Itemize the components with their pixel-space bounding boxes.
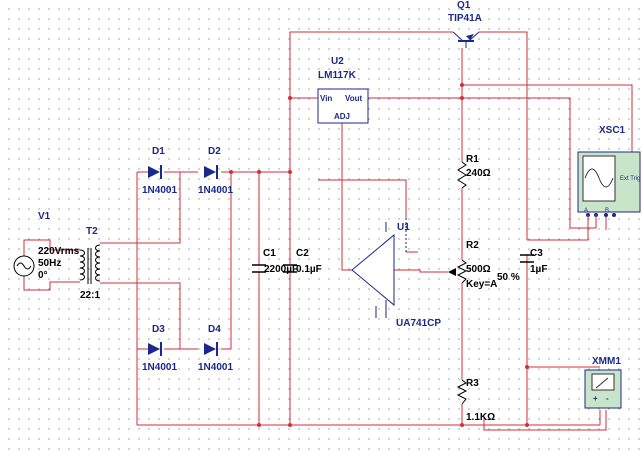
- v1-phase: 0°: [38, 270, 48, 281]
- d3-ref: D3: [152, 324, 165, 335]
- q1-transistor[interactable]: Q1 TIP41A: [448, 0, 482, 48]
- u2-pin-adj: ADJ: [334, 112, 350, 121]
- xsc1-ext-trig: Ext Trig: [620, 176, 640, 182]
- d2-ref: D2: [208, 146, 221, 157]
- xsc1-channel-b: B: [605, 208, 609, 214]
- c3-ref: C3: [530, 248, 543, 259]
- xsc1-channel-a: A: [584, 208, 588, 214]
- u2-regulator[interactable]: U2 LM117K Vin Vout ADJ: [317, 56, 369, 124]
- d1-value: 1N4001: [142, 185, 177, 196]
- diode-d3[interactable]: D3 1N4001: [142, 324, 177, 373]
- u2-pin-vout: Vout: [345, 94, 363, 103]
- capacitor-c2[interactable]: C2 0.1µF: [283, 248, 322, 275]
- resistor-r1[interactable]: R1 240Ω: [457, 154, 491, 189]
- xmm1-plus: +: [593, 394, 598, 403]
- t2-transformer[interactable]: T2 22:1: [79, 226, 100, 301]
- u2-pin-vin: Vin: [320, 94, 332, 103]
- xsc1-oscilloscope[interactable]: XSC1 Ext Trig A B: [527, 125, 641, 241]
- c2-value: 0.1µF: [296, 264, 322, 275]
- xmm1-ref: XMM1: [592, 356, 621, 367]
- c2-ref: C2: [296, 248, 309, 259]
- c1-ref: C1: [263, 248, 276, 259]
- junction-dots: [229, 83, 529, 427]
- u2-part: LM117K: [318, 70, 357, 81]
- v1-source[interactable]: V1 220Vrms 50Hz 0°: [13, 211, 80, 281]
- capacitor-c1[interactable]: C1 2200µF: [252, 248, 298, 275]
- d2-value: 1N4001: [198, 185, 233, 196]
- wiper-arrow-icon: [448, 268, 456, 276]
- r1-ref: R1: [466, 154, 479, 165]
- d1-ref: D1: [152, 146, 165, 157]
- xmm1-multimeter[interactable]: XMM1 + -: [584, 356, 622, 409]
- c3-value: 1µF: [530, 264, 547, 275]
- t2-ref: T2: [86, 226, 98, 237]
- potentiometer-r2[interactable]: R2 500Ω Key=A 50 %: [448, 240, 520, 290]
- d4-value: 1N4001: [198, 362, 233, 373]
- r3-ref: R3: [466, 378, 479, 389]
- r2-value: 500Ω: [466, 264, 491, 275]
- diode-d1[interactable]: D1 1N4001: [142, 146, 177, 196]
- r2-key: Key=A: [466, 279, 497, 290]
- xmm1-minus: -: [606, 394, 609, 403]
- r2-percent: 50 %: [497, 272, 520, 283]
- v1-frequency: 50Hz: [38, 258, 61, 269]
- u1-ref: U1: [397, 222, 410, 233]
- t2-ratio: 22:1: [80, 290, 100, 301]
- r2-ref: R2: [466, 240, 479, 251]
- u1-opamp[interactable]: U1 UA741CP: [351, 218, 441, 329]
- diode-d2[interactable]: D2 1N4001: [198, 146, 233, 196]
- xsc1-ref: XSC1: [599, 125, 626, 136]
- r3-value: 1.1KΩ: [466, 412, 495, 423]
- d3-value: 1N4001: [142, 362, 177, 373]
- v1-voltage: 220Vrms: [38, 246, 80, 257]
- diode-d4[interactable]: D4 1N4001: [198, 324, 233, 373]
- resistor-r3[interactable]: R3 1.1KΩ: [456, 378, 495, 423]
- r1-value: 240Ω: [466, 168, 491, 179]
- q1-ref: Q1: [457, 0, 471, 11]
- u2-ref: U2: [331, 56, 344, 67]
- c1-value: 2200µF: [264, 264, 298, 275]
- d4-ref: D4: [208, 324, 221, 335]
- q1-part: TIP41A: [448, 13, 482, 24]
- u1-part: UA741CP: [396, 318, 441, 329]
- capacitor-c3[interactable]: C3 1µF: [520, 248, 547, 275]
- v1-ref: V1: [38, 211, 51, 222]
